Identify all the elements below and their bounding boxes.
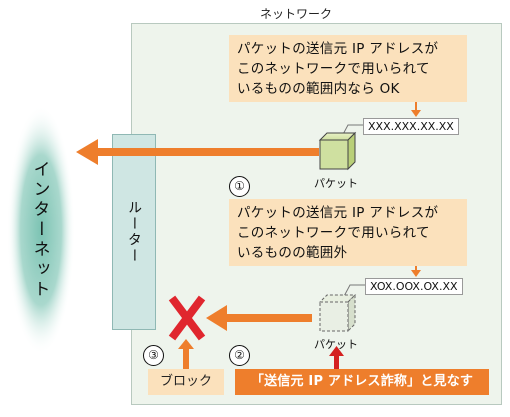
block-cross-icon xyxy=(168,295,206,341)
network-title: ネットワーク xyxy=(260,7,333,21)
internet-label: インターネット xyxy=(29,160,50,300)
router xyxy=(112,134,156,330)
note-within-range-line-2: このネットワークで用いられて xyxy=(237,61,430,77)
packet-ok-label: パケット xyxy=(314,177,358,190)
packet-ok-cube xyxy=(318,131,357,171)
spoof-up-arrow xyxy=(329,346,344,369)
note-out-of-range-line-1: パケットの送信元 IP アドレスが xyxy=(237,205,439,221)
note-ok-pointer-head xyxy=(411,110,421,117)
step-2-marker: ② xyxy=(229,345,250,366)
note-within-range: パケットの送信元 IP アドレスが このネットワークで用いられて いるものの範囲… xyxy=(229,35,467,102)
note-out-of-range-line-3: いるものの範囲外 xyxy=(237,245,348,261)
spoof-judgement-label: 「送信元 IP アドレス詐称」と見なす xyxy=(235,369,489,395)
arrow-to-internet xyxy=(76,139,319,165)
router-label: ルーター xyxy=(126,200,142,264)
internet-cloud xyxy=(7,105,75,355)
arrow-to-block xyxy=(206,305,312,331)
note-out-of-range: パケットの送信元 IP アドレスが このネットワークで用いられて いるものの範囲… xyxy=(229,199,467,266)
packet-ng-cube xyxy=(318,293,357,333)
block-up-arrow xyxy=(178,339,194,369)
block-label: ブロック xyxy=(148,369,224,395)
step-3-marker: ③ xyxy=(143,345,164,366)
packet-ok-address: XXX.XXX.XX.XX xyxy=(363,118,459,135)
note-out-of-range-line-2: このネットワークで用いられて xyxy=(237,225,430,241)
packet-ng-label: パケット xyxy=(314,338,358,351)
step-1-marker: ① xyxy=(229,176,250,197)
note-ng-pointer-head xyxy=(411,270,421,277)
note-within-range-line-1: パケットの送信元 IP アドレスが xyxy=(237,41,439,57)
note-within-range-line-3: いるものの範囲内なら OK xyxy=(237,81,400,97)
packet-ng-address: XOX.OOX.OX.XX xyxy=(365,278,463,295)
